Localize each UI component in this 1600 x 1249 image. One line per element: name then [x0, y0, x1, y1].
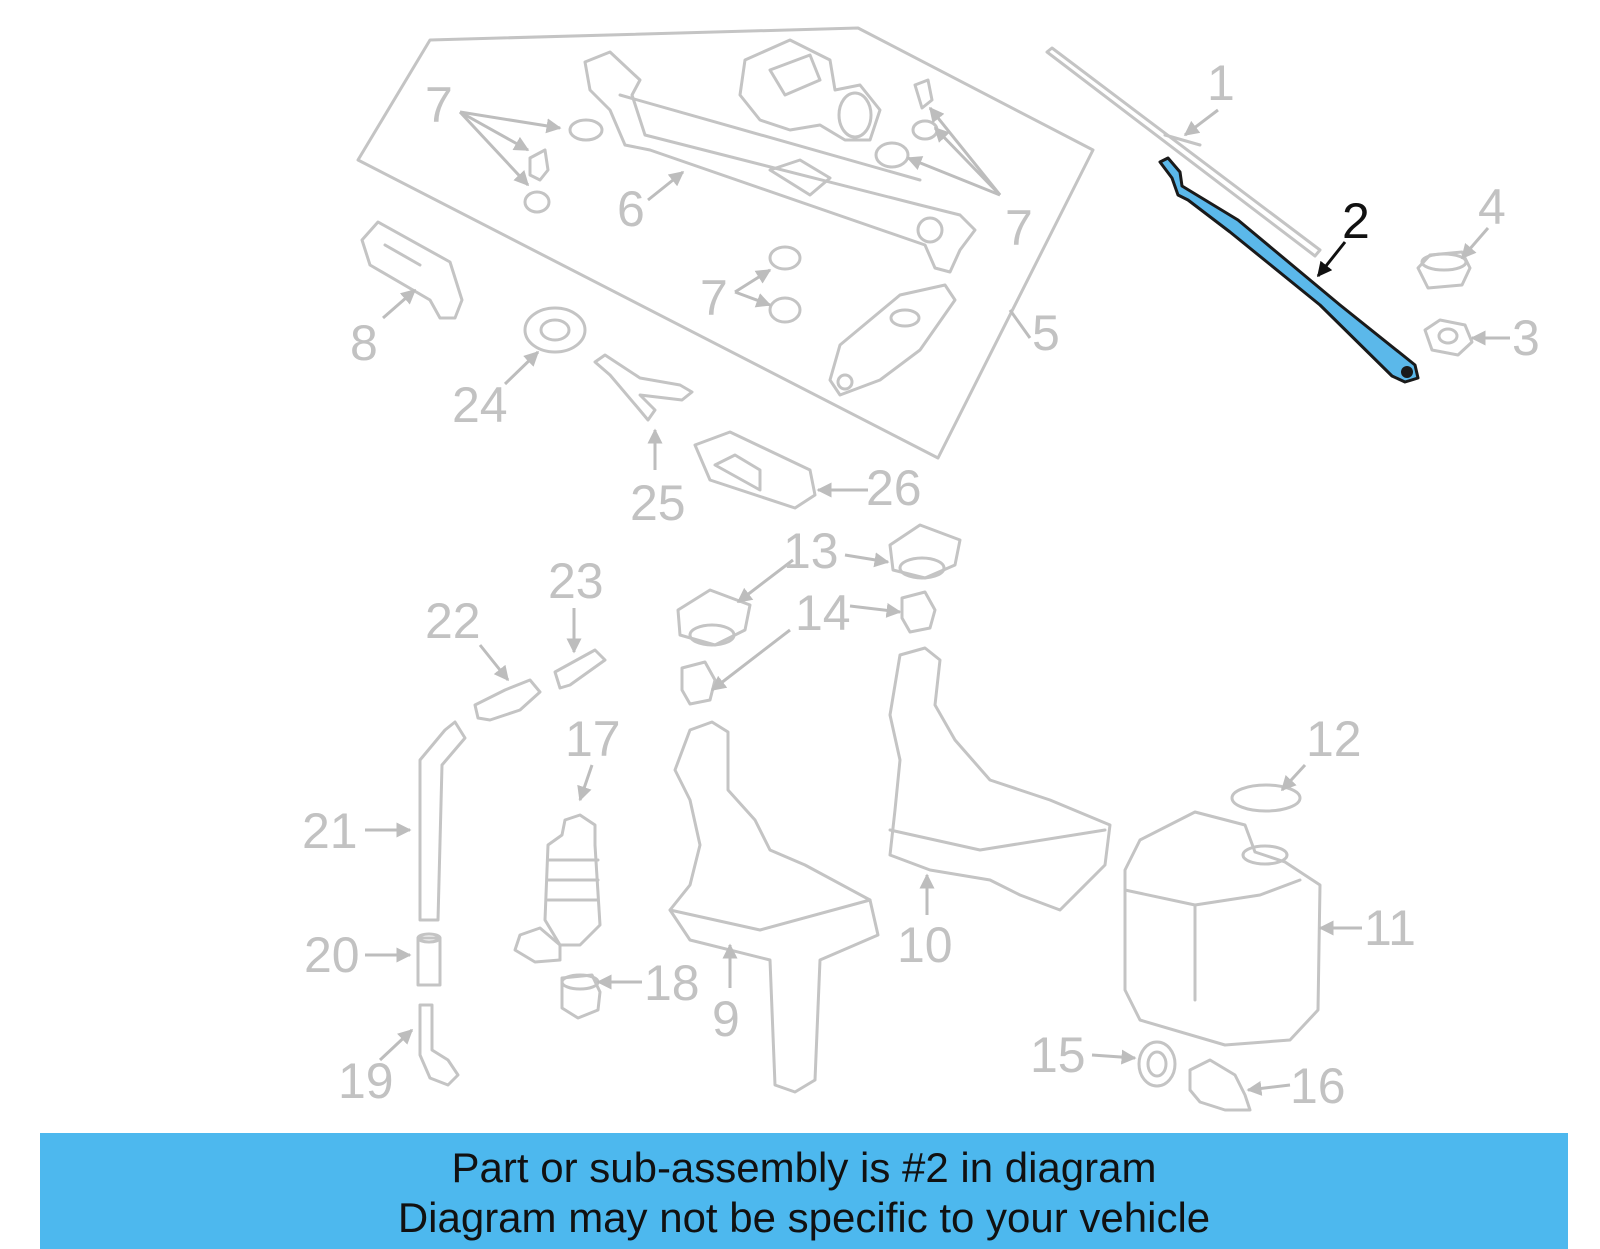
strainers-part-14 — [680, 590, 937, 706]
grommets-and-bolts — [523, 78, 939, 324]
callout-12: 12 — [1306, 711, 1362, 767]
linkage-bracket — [828, 283, 957, 397]
hose-elbow-part-19 — [418, 1003, 460, 1087]
reservoir-part-10 — [888, 646, 1112, 912]
grommet-part-18 — [560, 973, 602, 1020]
nut-part-3 — [1423, 318, 1474, 357]
callout-7c: 7 — [700, 270, 728, 326]
callout-16: 16 — [1290, 1058, 1346, 1114]
callout-2: 2 — [1342, 193, 1370, 249]
caption-line-part: Part or sub-assembly is #2 in diagram — [451, 1144, 1157, 1191]
wiper-linkage-box — [356, 26, 1095, 460]
callout-19: 19 — [338, 1053, 394, 1109]
callout-18: 18 — [644, 955, 700, 1011]
wiper-motor — [738, 38, 882, 142]
grommet-part-24 — [523, 306, 587, 354]
callout-25: 25 — [630, 475, 686, 531]
callout-13: 13 — [783, 523, 839, 579]
sensor-part-16 — [1188, 1058, 1252, 1112]
reservoir-part-9 — [668, 720, 880, 1094]
callout-10: 10 — [897, 917, 953, 973]
check-valve-part-22 — [473, 678, 542, 722]
wiper-linkage — [583, 50, 977, 274]
callout-24: 24 — [452, 377, 508, 433]
washer-jet-part-26 — [693, 430, 817, 510]
callout-22: 22 — [425, 593, 481, 649]
callout-labels: 1 2 3 4 5 6 7 7 7 8 9 10 11 12 13 14 15 … — [302, 55, 1540, 1114]
bracket-part-8 — [360, 220, 464, 320]
callout-3: 3 — [1512, 310, 1540, 366]
callout-20: 20 — [304, 927, 360, 983]
washer-pump-part-17 — [513, 813, 602, 964]
connector-part-23 — [553, 648, 607, 690]
callout-9: 9 — [712, 991, 740, 1047]
callout-15: 15 — [1030, 1027, 1086, 1083]
wiper-blade-part-1 — [1045, 46, 1322, 258]
callout-14: 14 — [795, 585, 851, 641]
seal-ring-part-12 — [1230, 783, 1302, 813]
callout-23: 23 — [548, 553, 604, 609]
callout-11: 11 — [1364, 900, 1416, 956]
callout-26: 26 — [866, 460, 922, 516]
callout-4: 4 — [1478, 179, 1506, 235]
callout-7a: 7 — [425, 77, 453, 133]
cap-part-4 — [1416, 250, 1472, 290]
callout-5: 5 — [1032, 305, 1060, 361]
hose-part-21 — [418, 720, 467, 922]
leader-lines — [365, 106, 1510, 1096]
reservoir-part-11 — [1123, 810, 1322, 1047]
callout-7b: 7 — [1005, 200, 1033, 256]
wiper-arm-highlighted — [1158, 156, 1420, 384]
caption-line-disclaimer: Diagram may not be specific to your vehi… — [397, 1194, 1211, 1241]
connector-part-25 — [593, 353, 694, 422]
grommet-part-15 — [1137, 1040, 1177, 1088]
callout-6: 6 — [617, 181, 645, 237]
filler-caps-part-13 — [676, 523, 962, 647]
connector-part-20 — [416, 932, 442, 987]
callout-17: 17 — [565, 711, 621, 767]
callout-21: 21 — [302, 803, 358, 859]
callout-1: 1 — [1207, 55, 1235, 111]
callout-8: 8 — [350, 315, 378, 371]
caption-banner: Part or sub-assembly is #2 in diagram Di… — [40, 1133, 1568, 1249]
